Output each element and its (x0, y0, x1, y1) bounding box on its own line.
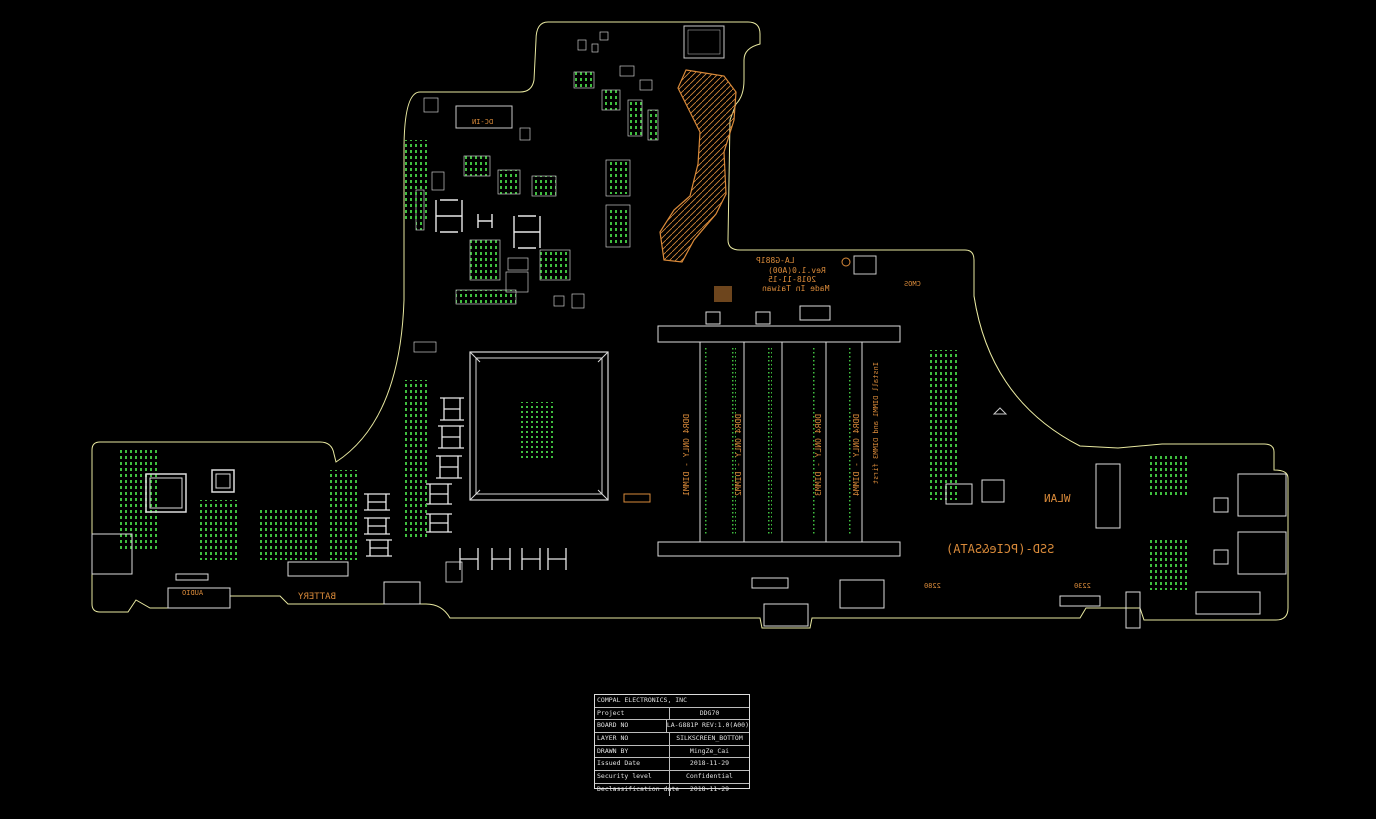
dimm2-vertical: DDR4 ONLY - DIMM2 (734, 414, 743, 514)
mark-date-text: 2018-11-15 (768, 275, 817, 284)
mark-made-text: Made In Taiwan (762, 284, 830, 293)
m2-2280-text: 2280 (924, 582, 941, 590)
vrm-inductors-bottom (445, 548, 567, 583)
m2-2230-label: 2230 (1074, 582, 1091, 590)
row-key: Issued Date (595, 758, 670, 771)
hatched-keepout-region (659, 69, 737, 263)
mark-top-label: LA-G881P (756, 256, 795, 265)
row-value: 2018-11-29 (689, 759, 730, 768)
dc-in-label: DC-IN (472, 118, 493, 126)
dc-in-text: DC-IN (472, 118, 494, 126)
row-value: LA-G881P REV:1.0(A00) (666, 721, 749, 730)
m2-area (839, 407, 1141, 629)
mark-logo-circle (841, 257, 851, 267)
audio-label: AUDIO (182, 589, 203, 597)
dimm3-vertical: DDR4 ONLY - DIMM3 (814, 414, 823, 514)
title-block-row: LAYER NO SILKSCREEN_BOTTOM (595, 733, 749, 746)
title-block-row: Declassification date 2018-11-29 (595, 783, 749, 796)
battery-label-text: BATTERY (298, 592, 336, 602)
ssd-label: SSD-(PCIe&SATA) (946, 542, 1054, 556)
row-value: Confidential (686, 772, 733, 781)
vrm-inductors-left (364, 397, 464, 557)
title-block-row: Security level Confidential (595, 771, 749, 784)
audio-label-text: AUDIO (182, 589, 204, 597)
top-components (413, 31, 659, 353)
dimm3-vertical-text: DDR4 ONLY - DIMM3 (814, 414, 823, 496)
small-connector (623, 493, 651, 503)
mark-date-label: 2018-11-15 (768, 275, 816, 284)
qr-label-outline (853, 255, 877, 275)
battery-label: BATTERY (298, 592, 336, 602)
dimm1-vertical-text: DDR4 ONLY - DIMM1 (682, 414, 691, 496)
top-connector (683, 25, 725, 59)
dimm4-vertical: DDR4 ONLY - DIMM4 (852, 414, 861, 514)
title-block-row: DRAWN BY MingZe_Cai (595, 745, 749, 759)
dimm1-vertical: DDR4 ONLY - DIMM1 (682, 414, 691, 514)
outline-arc (973, 295, 1081, 447)
cmos-text: CMOS (904, 280, 921, 288)
row-value: 2018-11-29 (689, 784, 730, 793)
title-block-company-row: COMPAL ELECTRONICS, INC (595, 695, 749, 708)
row-key: Project (595, 707, 670, 720)
cpu-socket (469, 351, 609, 501)
dimm-order-vertical: Install DIMM1 and DIMM3 first (872, 362, 880, 512)
passive-pads (120, 140, 1190, 590)
row-key: LAYER NO (595, 733, 670, 745)
mark-top-text: LA-G881P (756, 256, 795, 265)
title-block-row: Project DDG70 (595, 707, 749, 721)
dimm-order-text: Install DIMM1 and DIMM3 first (872, 362, 880, 485)
m2-2280-label: 2280 (924, 582, 941, 590)
ssd-label-text: SSD-(PCIe&SATA) (946, 542, 1055, 556)
board-outline (91, 21, 1289, 629)
row-key: Declassification date (595, 783, 679, 796)
dc-in-outline (455, 105, 513, 129)
wlan-label: WLAN (1044, 492, 1071, 505)
mark-rev-label: Rev.1.0(A00) (768, 266, 826, 275)
company-name: COMPAL ELECTRONICS, INC (597, 696, 688, 704)
wlan-label-text: WLAN (1044, 492, 1071, 505)
mark-made-label: Made In Taiwan (762, 284, 829, 293)
title-block-row: Issued Date 2018-11-29 (595, 758, 749, 772)
drawing-title-block: COMPAL ELECTRONICS, INC Project DDG70 BOA… (594, 694, 750, 796)
m2-2230-text: 2230 (1074, 582, 1091, 590)
row-value: MingZe_Cai (689, 746, 730, 755)
mark-rev-text: Rev.1.0(A00) (768, 266, 826, 275)
pad-square (714, 286, 732, 302)
row-key: Security level (595, 771, 670, 783)
row-key: DRAWN BY (595, 745, 670, 758)
row-value: DDG70 (699, 708, 720, 717)
audio-chips (91, 469, 421, 609)
cmos-label: CMOS (904, 280, 921, 288)
dimm2-vertical-text: DDR4 ONLY - DIMM2 (734, 414, 743, 496)
row-value: SILKSCREEN_BOTTOM (676, 734, 743, 743)
inductor-footprints-top (435, 199, 541, 249)
usb-connectors (1195, 473, 1287, 615)
row-key: BOARD NO (595, 720, 667, 733)
dimm-slots (657, 305, 901, 627)
dimm4-vertical-text: DDR4 ONLY - DIMM4 (852, 414, 861, 496)
